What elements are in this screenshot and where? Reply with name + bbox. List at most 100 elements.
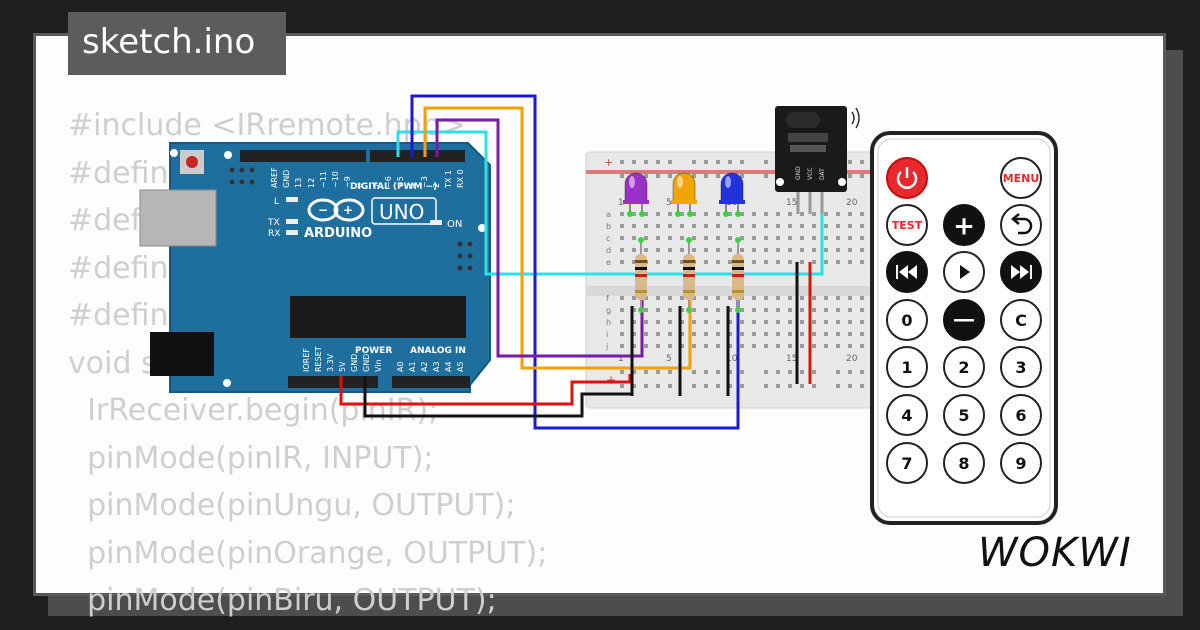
play-icon <box>960 265 970 279</box>
power-icon <box>896 167 918 189</box>
pin-label: A2 <box>420 361 429 372</box>
usb-port <box>139 189 217 247</box>
wires <box>339 94 824 430</box>
code-line: #define <box>68 155 188 191</box>
svg-text:9: 9 <box>1015 454 1026 473</box>
column-number: 20 <box>846 354 858 364</box>
pin-label: ~10 <box>331 171 340 188</box>
svg-text:3: 3 <box>1015 358 1026 377</box>
play-button[interactable] <box>943 251 985 293</box>
ir-pin-label: DAT <box>819 168 826 180</box>
pin-label: ~6 <box>384 176 393 188</box>
led-label-rx: RX <box>268 229 280 239</box>
wire-orange <box>423 106 692 370</box>
pin-label: GND <box>362 354 371 372</box>
wire-cyan <box>396 130 824 276</box>
arduino-brand: ARDUINO <box>304 226 372 241</box>
column-number: 20 <box>846 198 858 208</box>
pin-label: 8 <box>355 183 364 188</box>
pin-label: RX 0 <box>456 169 465 188</box>
rewind-button[interactable] <box>886 251 928 293</box>
resistors <box>635 237 744 313</box>
digit-8-button[interactable]: 8 <box>943 442 985 484</box>
fast-forward-button[interactable] <box>1000 251 1042 293</box>
code-line: #define <box>68 298 188 333</box>
digit-5-button[interactable]: 5 <box>943 394 985 436</box>
pin-label: 13 <box>294 178 303 188</box>
digit-2-button[interactable]: 2 <box>943 346 985 388</box>
rewind-icon <box>896 265 917 279</box>
svg-text:+: + <box>343 203 353 217</box>
svg-text:1: 1 <box>901 358 912 377</box>
code-line: pinMode(pinUngu, OUTPUT); <box>68 488 516 523</box>
svg-text:8: 8 <box>958 454 969 473</box>
row-letter: d <box>606 246 611 255</box>
analog-label: ANALOG IN <box>410 346 466 356</box>
svg-text:0: 0 <box>901 311 912 330</box>
minus-button[interactable] <box>943 299 985 341</box>
pin-label: GND <box>282 170 291 188</box>
ir-pin-label: VCC <box>807 168 814 180</box>
column-number: 5 <box>666 198 672 208</box>
led-orange <box>671 172 697 217</box>
pin-label: A4 <box>444 361 453 372</box>
column-number: 10 <box>726 354 738 364</box>
power-button[interactable] <box>886 157 928 199</box>
column-number: 1 <box>618 198 624 208</box>
arduino-logo-icon: − + <box>307 198 365 222</box>
pin-label: TX 1 <box>444 170 453 189</box>
plus-button[interactable]: + <box>943 204 985 246</box>
svg-text:MENU: MENU <box>1003 172 1040 185</box>
row-letter: c <box>606 234 610 243</box>
digit-3-button[interactable]: 3 <box>1000 346 1042 388</box>
row-letter: h <box>606 318 611 327</box>
pin-label: 5V <box>338 361 347 372</box>
digit-4-button[interactable]: 4 <box>886 394 928 436</box>
digit-1-button[interactable]: 1 <box>886 346 928 388</box>
svg-text:4: 4 <box>901 406 912 425</box>
pin-label: 12 <box>307 178 316 188</box>
ir-signal-icon <box>851 107 860 129</box>
led-label-tx: TX <box>267 218 280 228</box>
back-button[interactable] <box>1000 204 1042 246</box>
leds <box>623 172 745 217</box>
menu-button[interactable]: MENU <box>1000 157 1042 199</box>
pin-label: ~5 <box>396 176 405 188</box>
column-number: 15 <box>786 354 797 364</box>
pin-label: ~9 <box>343 176 352 188</box>
pin-label: ~11 <box>319 171 328 188</box>
wire-red <box>339 374 632 406</box>
digit-9-button[interactable]: 9 <box>1000 442 1042 484</box>
code-line: pinMode(pinOrange, OUTPUT); <box>68 535 548 571</box>
svg-text:C: C <box>1015 311 1027 330</box>
svg-text:6: 6 <box>1015 406 1026 425</box>
svg-text:WOKWI: WOKWI <box>978 530 1132 576</box>
ir-remote: MENU TEST +0 C 1 2 3 4 5 6 7 8 9 <box>870 131 1058 525</box>
row-letter: i <box>606 330 608 339</box>
digit-0-button[interactable]: 0 <box>886 299 928 341</box>
clear-button[interactable]: C <box>1000 299 1042 341</box>
pin-label: Vin <box>374 359 383 372</box>
rail-plus-label: + <box>604 156 613 169</box>
analog-header <box>392 376 470 388</box>
digit-7-button[interactable]: 7 <box>886 442 928 484</box>
row-letter: f <box>606 294 609 303</box>
column-number: 5 <box>666 354 672 364</box>
pin-label: GND <box>350 354 359 372</box>
row-letter: g <box>606 306 611 315</box>
row-letter: b <box>606 222 611 231</box>
pin-label: 7 <box>372 183 381 188</box>
pin-label: 2 <box>432 183 441 188</box>
pin-label: IOREF <box>302 348 311 372</box>
on-label: ON <box>447 219 462 230</box>
test-button[interactable]: TEST <box>886 204 928 246</box>
back-arrow-icon <box>1011 213 1033 235</box>
reset-button[interactable] <box>186 156 198 168</box>
digital-header-left <box>240 150 366 162</box>
code-line: pinMode(pinBiru, OUTPUT); <box>68 583 497 618</box>
ir-pin-label: GND <box>795 166 802 180</box>
svg-text:2: 2 <box>958 358 969 377</box>
power-label: POWER <box>355 346 392 356</box>
svg-text:TEST: TEST <box>892 219 923 232</box>
digit-6-button[interactable]: 6 <box>1000 394 1042 436</box>
